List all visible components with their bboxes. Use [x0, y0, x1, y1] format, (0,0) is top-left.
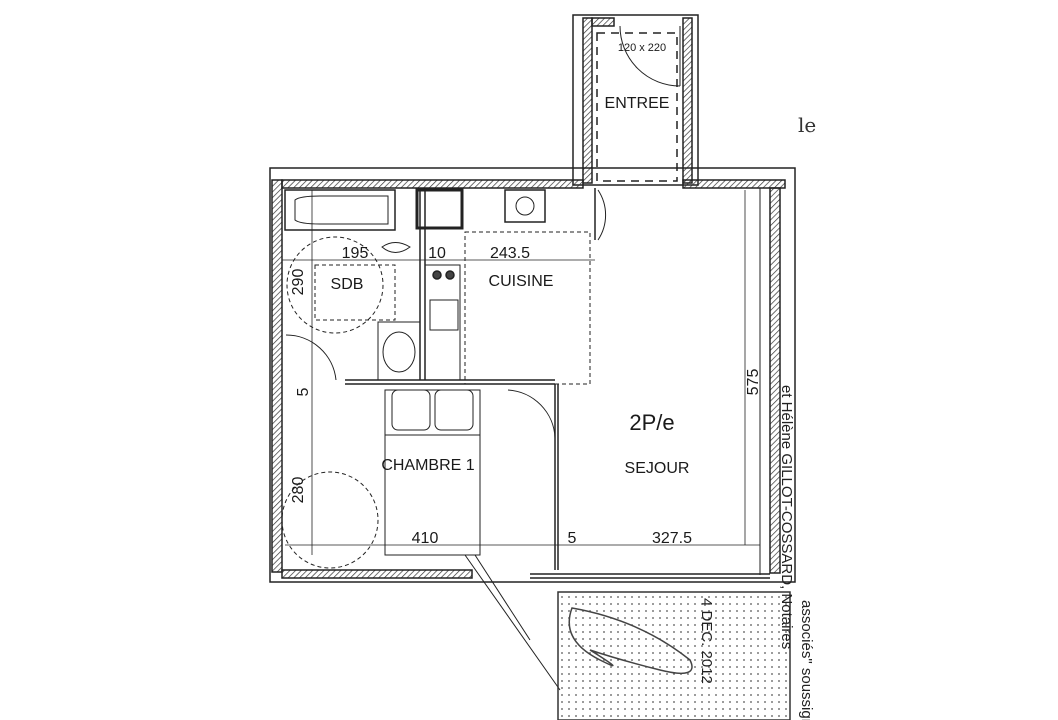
interior-walls [281, 188, 760, 691]
door-size-label: 120 x 220 [618, 42, 666, 54]
stamp-date: 4 DEC. 2012 [698, 598, 715, 684]
dim-partition: 10 [428, 245, 446, 262]
room-label-entree: ENTREE [605, 95, 670, 112]
dim-cuisine-width: 243.5 [490, 245, 530, 262]
apartment-type-label: 2P/e [629, 410, 674, 435]
dim-sejour-width: 327.5 [652, 530, 692, 547]
handwritten-note: le [798, 113, 816, 137]
dim-wall-left: 5 [295, 387, 312, 396]
dim-sdb-height: 290 [290, 269, 307, 296]
room-label-sejour: SEJOUR [625, 460, 690, 477]
room-label-chambre: CHAMBRE 1 [381, 457, 474, 474]
stamp-line-1: et Hélène GILLOT-COSSARD, Notaires [778, 385, 795, 649]
outer-walls [269, 167, 796, 583]
dim-sdb-width: 195 [342, 245, 369, 262]
balcony [557, 591, 791, 720]
room-label-sdb: SDB [331, 276, 364, 293]
stamp-line-2: associés" soussigné le [798, 600, 815, 720]
dim-chambre-width: 410 [412, 530, 439, 547]
dim-sejour-height: 575 [745, 369, 762, 396]
room-label-cuisine: CUISINE [489, 273, 554, 290]
dim-wall-bottom: 5 [568, 530, 577, 547]
dim-chambre-height: 280 [290, 477, 307, 504]
